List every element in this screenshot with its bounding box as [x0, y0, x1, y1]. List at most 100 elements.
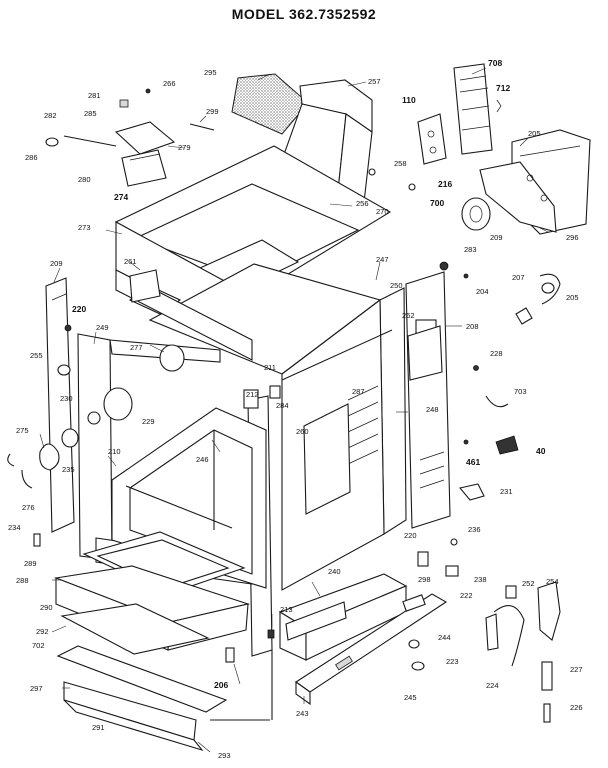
- callout-236: 236: [468, 525, 481, 534]
- callout-266: 266: [163, 79, 176, 88]
- callout-228: 228: [490, 349, 503, 358]
- callout-283: 283: [464, 245, 477, 254]
- callout-262: 262: [402, 311, 415, 320]
- callout-212: 212: [246, 390, 259, 399]
- screws-top: [119, 88, 416, 191]
- callout-290: 290: [40, 603, 53, 612]
- callout-702: 702: [32, 641, 45, 650]
- callout-284: 284: [276, 401, 289, 410]
- callout-273: 273: [78, 223, 91, 232]
- callout-213: 213: [280, 605, 293, 614]
- callout-292: 292: [36, 627, 49, 636]
- callout-281: 281: [88, 91, 101, 100]
- callout-245: 245: [404, 693, 417, 702]
- callout-287: 287: [352, 387, 365, 396]
- callout-222: 222: [460, 591, 473, 600]
- callout-224: 224: [486, 681, 499, 690]
- small-parts-left: [7, 269, 185, 547]
- callout-248: 248: [426, 405, 439, 414]
- callout-275: 275: [16, 426, 29, 435]
- callout-270: 270: [376, 207, 389, 216]
- bottom-frame-240: [278, 573, 408, 661]
- callout-246: 246: [196, 455, 209, 464]
- callout-291: 291: [92, 723, 105, 732]
- callout-700: 700: [430, 198, 444, 208]
- callout-296: 296: [566, 233, 579, 242]
- kick-plate-243: [295, 593, 448, 706]
- callout-297: 297: [30, 684, 43, 693]
- callout-254: 254: [546, 577, 559, 586]
- callout-206: 206: [214, 680, 228, 690]
- callout-40: 40: [536, 446, 546, 456]
- callout-230: 230: [60, 394, 73, 403]
- drawer-front-291: [56, 645, 228, 752]
- callout-258: 258: [394, 159, 407, 168]
- callout-256: 256: [356, 199, 369, 208]
- callout-243: 243: [296, 709, 309, 718]
- callout-216: 216: [438, 179, 452, 189]
- callout-280: 280: [78, 175, 91, 184]
- grommet-209: [461, 197, 491, 231]
- callout-240: 240: [328, 567, 341, 576]
- oven-side-panel-287: [303, 403, 351, 515]
- callout-208: 208: [466, 322, 479, 331]
- callout-211: 211: [264, 363, 276, 372]
- model-title: MODEL 362.7352592: [231, 6, 377, 22]
- callout-293: 293: [218, 751, 231, 760]
- callout-252: 252: [522, 579, 535, 588]
- callout-285: 285: [84, 109, 97, 118]
- callout-277: 277: [130, 343, 143, 352]
- callout-247: 247: [376, 255, 389, 264]
- callout-250: 250: [390, 281, 403, 290]
- callout-226: 226: [570, 703, 583, 712]
- callout-260: 260: [296, 427, 309, 436]
- callout-279: 279: [178, 143, 191, 152]
- callout-712: 712: [496, 83, 510, 93]
- valve-bracket-110: [417, 113, 447, 165]
- cabinet-top-273: [114, 145, 392, 297]
- callout-205a: 205: [528, 129, 541, 138]
- callout-209a: 209: [50, 259, 63, 268]
- callout-labels: 708 712 266 295 257 110 281 299 205 282 …: [8, 58, 583, 760]
- small-parts-right: [225, 261, 561, 723]
- callout-703: 703: [514, 387, 527, 396]
- callout-257: 257: [368, 77, 381, 86]
- gas-manifold-248: [243, 325, 443, 409]
- callout-229: 229: [142, 417, 155, 426]
- callout-299: 299: [206, 107, 219, 116]
- callout-110: 110: [402, 95, 416, 105]
- callout-298: 298: [418, 575, 431, 584]
- drawer-panel-292: [60, 603, 210, 655]
- callout-209b: 209: [490, 233, 503, 242]
- side-panel-left-209: [45, 277, 75, 533]
- callout-249: 249: [96, 323, 109, 332]
- callout-204: 204: [476, 287, 489, 296]
- callout-207: 207: [512, 273, 525, 282]
- callout-220b: 220: [404, 531, 417, 540]
- burner-assembly-274: [45, 121, 176, 187]
- callout-238: 238: [474, 575, 487, 584]
- callout-227: 227: [570, 665, 583, 674]
- callout-231: 231: [500, 487, 513, 496]
- callout-276: 276: [22, 503, 35, 512]
- callout-255: 255: [30, 351, 43, 360]
- callout-234: 234: [8, 523, 21, 532]
- control-panel-parts-708: [453, 63, 502, 155]
- callout-461: 461: [466, 457, 480, 467]
- callout-295: 295: [204, 68, 217, 77]
- callout-210: 210: [108, 447, 121, 456]
- callout-223: 223: [446, 657, 459, 666]
- callout-244: 244: [438, 633, 451, 642]
- callout-261: 261: [124, 257, 137, 266]
- callout-274: 274: [114, 192, 128, 202]
- callout-205b: 205: [566, 293, 579, 302]
- callout-708: 708: [488, 58, 502, 68]
- callout-286: 286: [25, 153, 38, 162]
- leader-lines: [39, 67, 549, 753]
- callout-235: 235: [62, 465, 75, 474]
- callout-220a: 220: [72, 304, 86, 314]
- callout-282: 282: [44, 111, 57, 120]
- callout-289: 289: [24, 559, 37, 568]
